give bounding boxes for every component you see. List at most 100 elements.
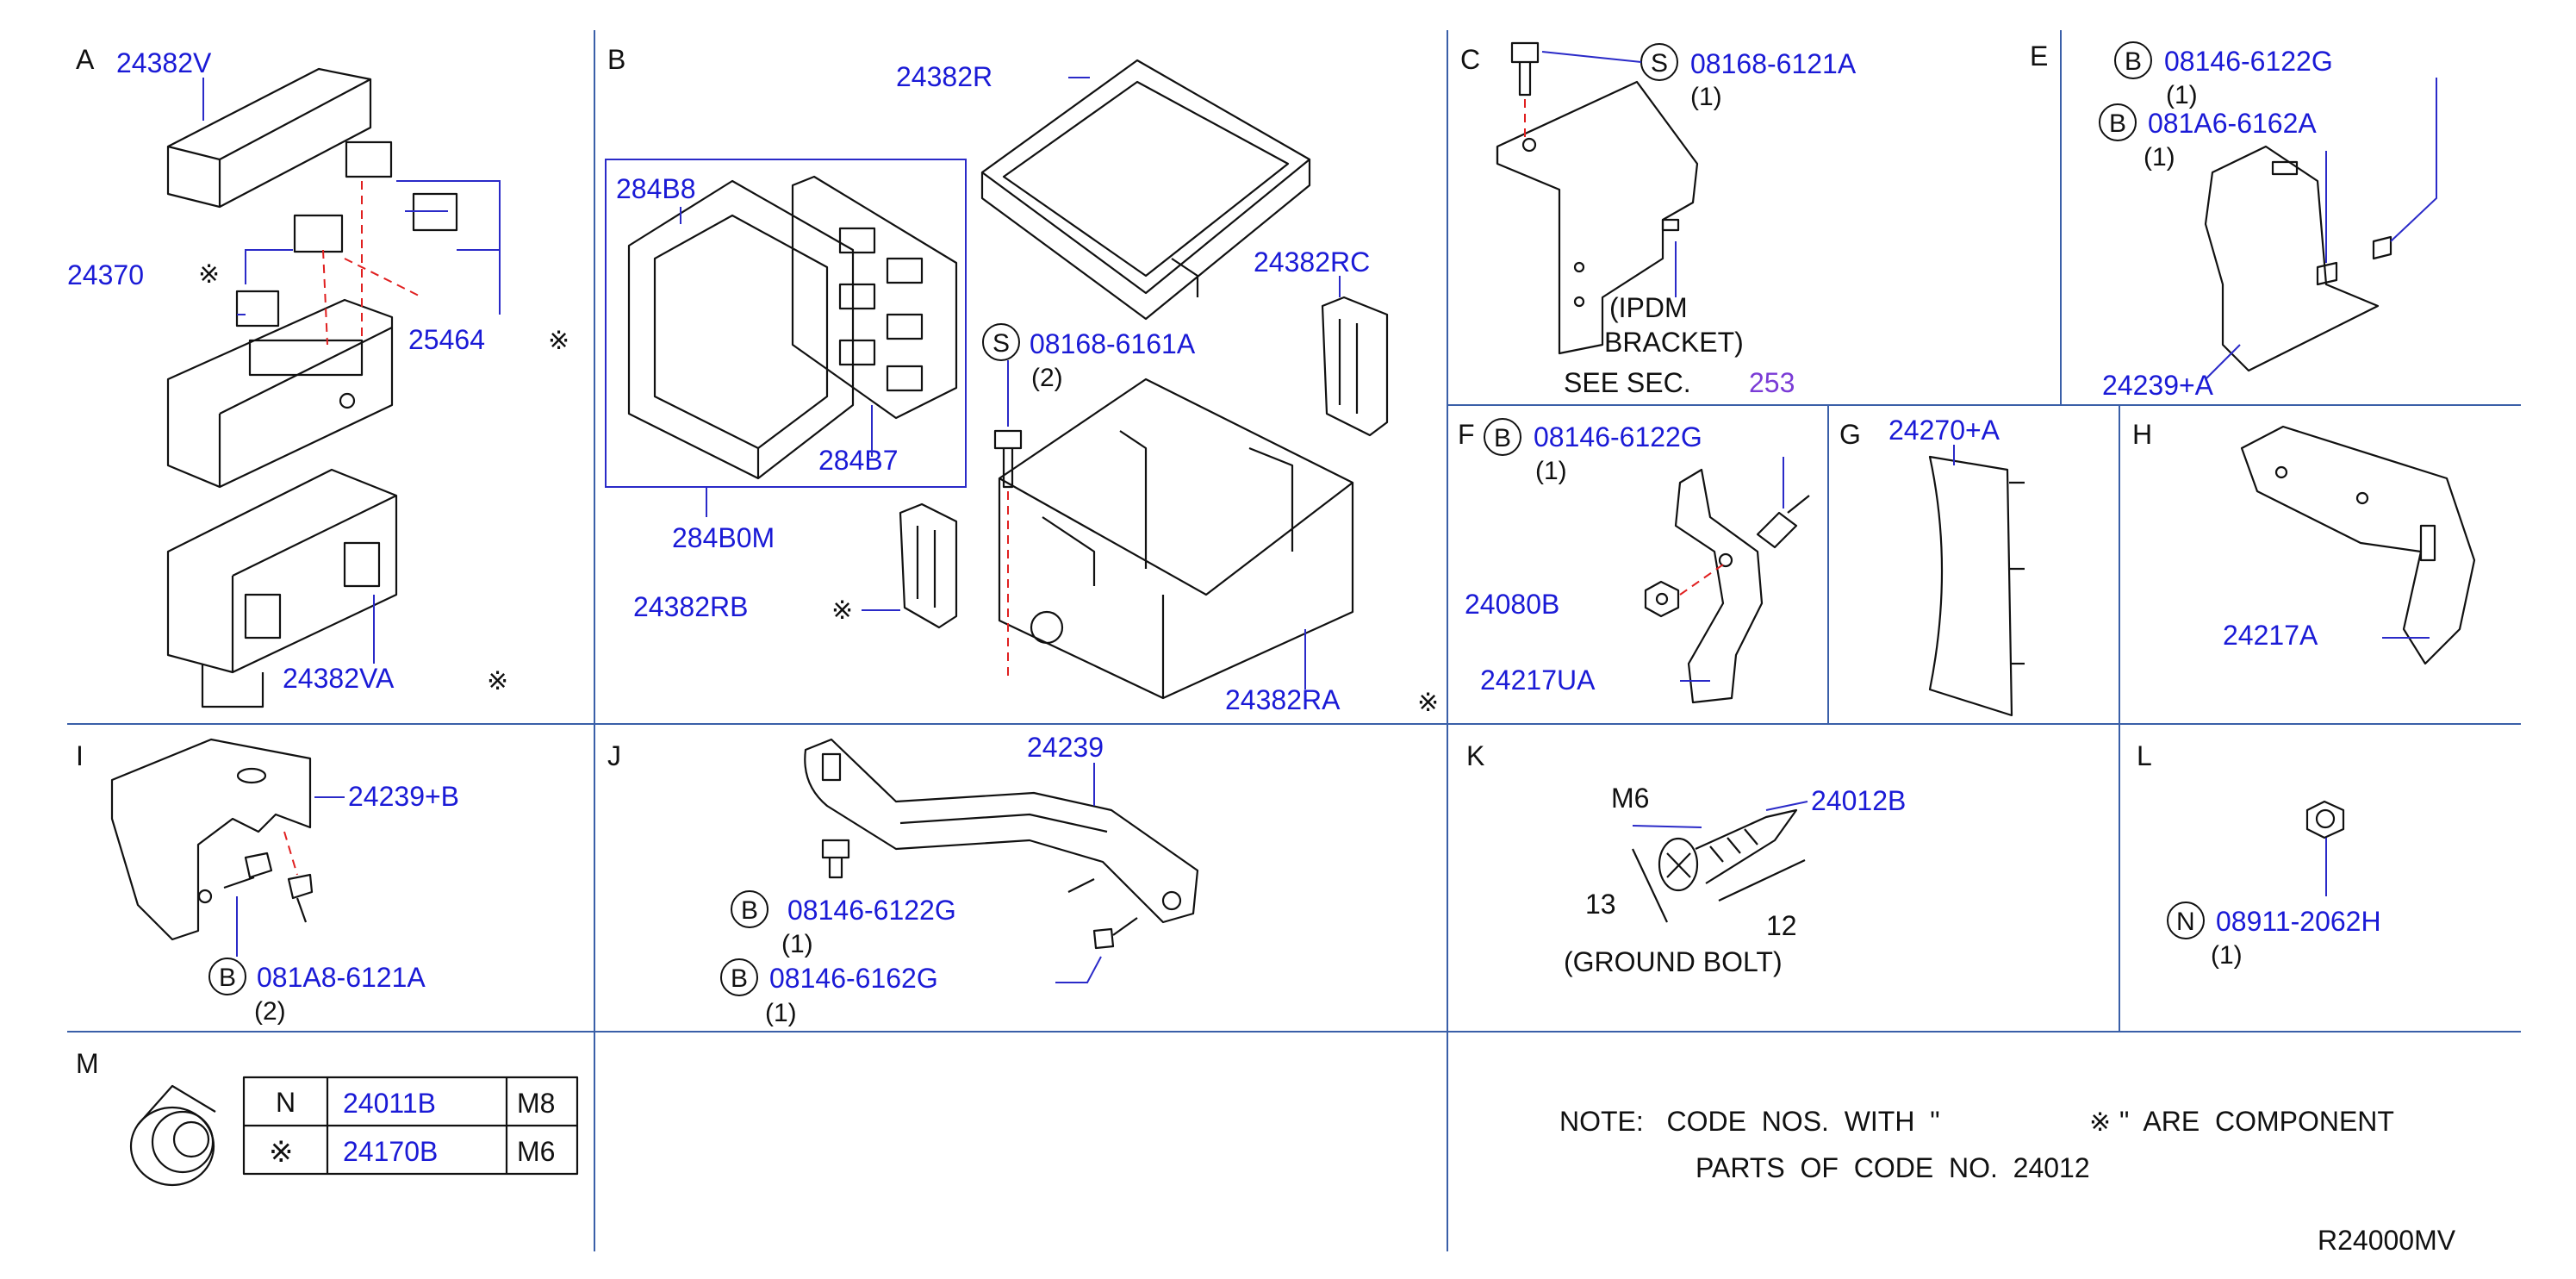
part-24382rb-label[interactable]: 24382RB [633,591,748,622]
part-24012b-label[interactable]: 24012B [1811,785,1906,816]
ipdm-frame-drawing [627,179,855,480]
part-284b0m-label[interactable]: 284B0M [672,522,775,553]
section-letter-g: G [1839,419,1861,450]
section-letter-e: E [2030,41,2048,72]
bolt-081a8-6121a-label[interactable]: 081A8-6121A [257,962,426,993]
bolt-08146-6122g-label[interactable]: 08146-6122G [2164,46,2333,77]
bolt-icon [993,429,1023,489]
component-note: NOTE: CODE NOS. WITH " ※ " ARE COMPONENT… [1559,1106,2394,1183]
fuse-box-cover-drawing [166,67,372,209]
section-letter-k: K [1466,740,1484,771]
leader-line-j [1055,956,1102,983]
table-row-mark: N [276,1087,296,1118]
bracket-24239a-drawing [2204,145,2380,372]
note-line-2: PARTS OF CODE NO. 24012 [1696,1152,2090,1183]
bolt-icon [223,852,314,923]
bolt-prefix: B [2125,47,2142,76]
alignment-dash-i [283,831,298,876]
leader-line-k [1632,825,1702,828]
part-24370-label[interactable]: 24370 [67,259,144,290]
bolt-08146-6162g-label[interactable]: 08146-6162G [769,963,938,994]
part-24382ra-label[interactable]: 24382RA [1225,684,1341,715]
ground-bolt-caption: (GROUND BOLT) [1564,946,1783,977]
component-mark-icon: ※ [1417,689,1439,717]
part-24239-label[interactable]: 24239 [1027,732,1104,763]
part-24080b-label[interactable]: 24080B [1465,589,1559,620]
bolt-icon [1510,41,1540,97]
bolt-qty: (1) [2144,143,2175,172]
nut-08911-2062h-label[interactable]: 08911-2062H [2216,906,2381,937]
bolt-prefix: B [219,964,236,992]
alignment-dashes-a [322,181,423,346]
part-24217ua-label[interactable]: 24217UA [1480,664,1596,696]
component-mark-icon: ※ [487,667,508,696]
b-prefix-icon [2099,103,2137,141]
bolt-qty: (1) [2166,81,2198,109]
component-mark-icon: ※ [548,327,569,355]
cover-24270a-drawing [1928,455,2025,717]
section-letter-h: H [2132,419,2152,450]
table-row-code-link[interactable]: 24011B [343,1088,436,1119]
nut-icon [2305,800,2345,839]
bolt-081a6-6162a-label[interactable]: 081A6-6162A [2148,108,2317,139]
part-24382r-label[interactable]: 24382R [896,61,992,92]
leader-line-k [1765,801,1808,811]
see-section-label: SEE SEC. [1564,367,1691,398]
section-letter-f: F [1458,419,1475,450]
bolt-qty: (1) [781,930,813,958]
b-prefix-icon [2114,41,2152,79]
section-letter-j: J [607,740,621,771]
section-letter-b: B [607,44,625,75]
bolt-08168-6121a-label[interactable]: 08168-6121A [1690,48,1857,79]
bracket-24217ua-drawing [1674,468,1764,704]
part-284b8-label[interactable]: 284B8 [616,173,696,204]
section-i: I 24239+B B 081A8-6121A (2) [76,738,459,1026]
bolt-qty: (1) [1690,83,1722,111]
component-mark-icon: ※ [831,596,853,625]
bolt-qty: (1) [1535,457,1567,485]
table-row-code-link[interactable]: 24170B [343,1136,438,1167]
b-prefix-icon [208,958,246,995]
note-line-1-start: NOTE: CODE NOS. WITH " [1559,1106,1940,1137]
part-24239a-label[interactable]: 24239+A [2102,370,2214,401]
bolt-qty: (2) [254,997,286,1026]
part-24382va-label[interactable]: 24382VA [283,663,395,694]
section-l: L N 08911-2062H (1) [2137,740,2381,970]
section-h: H 24217A [2132,419,2476,665]
bolt-08146-6122g-label[interactable]: 08146-6122G [1534,421,1702,452]
ipdm-box-drawing [166,468,398,708]
ipdm-subassembly-frame [605,159,967,488]
note-line-1-end: " ARE COMPONENT [2119,1106,2394,1137]
bolt-08146-6122g-label[interactable]: 08146-6122G [787,895,956,926]
bolt-qty: (1) [765,999,797,1027]
part-24239b-label[interactable]: 24239+B [348,781,459,812]
fuse-block-drawing [166,298,394,489]
b-prefix-icon [720,958,758,996]
dimension-line-length [1718,859,1806,902]
part-24217a-label[interactable]: 24217A [2223,620,2318,651]
part-24382v-label[interactable]: 24382V [116,47,212,78]
bolt-icon [2316,235,2392,286]
part-24382rc-label[interactable]: 24382RC [1254,246,1370,278]
bolt-08168-6161a-label[interactable]: 08168-6161A [1030,328,1196,359]
alignment-dash-f [1679,564,1724,596]
see-section-ref-link[interactable]: 253 [1749,367,1795,398]
ipdm-case-drawing [998,377,1354,700]
leader-lines-b [680,77,1341,689]
section-grid [67,30,2521,1251]
component-mark-icon: ※ [198,260,220,289]
part-25464-label[interactable]: 25464 [408,324,485,355]
bolt-qty: (2) [1031,364,1063,392]
ipdm-bracket-drawing [1496,80,1699,355]
section-letter-i: I [76,740,84,771]
table-row-size: M8 [517,1088,555,1119]
bolt-prefix: B [731,964,748,993]
part-284b7-label[interactable]: 284B7 [818,445,899,476]
ipdm-cover-drawing [980,59,1311,321]
section-k: K M6 24012B 13 12 (GROUND BOLT) [1466,740,1906,977]
bolt-prefix: S [1651,49,1668,78]
bracket-24239b-drawing [110,738,312,941]
b-prefix-icon [731,890,768,928]
part-24270a-label[interactable]: 24270+A [1888,415,2000,446]
dimension-line-head [1632,848,1668,923]
